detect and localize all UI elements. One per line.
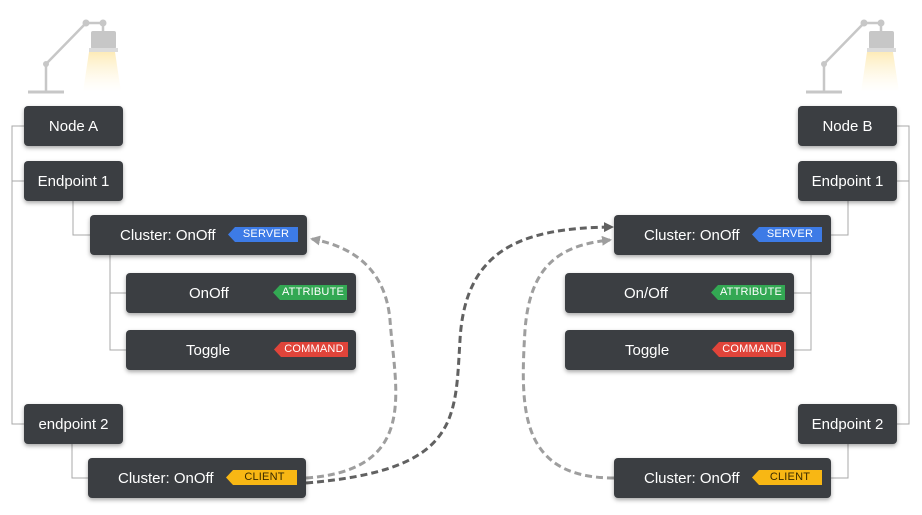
attribute-tag: ATTRIBUTE — [273, 285, 347, 300]
arrow-client-a-to-server-a — [305, 235, 398, 480]
command-label: Toggle — [625, 341, 670, 359]
lamp-icon — [28, 19, 121, 94]
endpoint-label: Endpoint 1 — [811, 172, 884, 190]
node-a-label: Node A — [48, 117, 99, 135]
cluster-label: Cluster: OnOff — [120, 226, 216, 244]
attribute-tag: ATTRIBUTE — [711, 285, 785, 300]
server-tag: SERVER — [228, 227, 298, 242]
client-tag: CLIENT — [226, 470, 297, 485]
command-label: Toggle — [186, 341, 231, 359]
node-b-attribute-onoff[interactable]: On/Off ATTRIBUTE — [565, 273, 794, 313]
node-b-endpoint-1[interactable]: Endpoint 1 — [798, 161, 897, 201]
node-b-endpoint-2[interactable]: Endpoint 2 — [798, 404, 897, 444]
node-a-box[interactable]: Node A — [24, 106, 123, 146]
node-b-label: Node B — [822, 117, 873, 135]
tree-lines-node-a — [11, 125, 126, 479]
node-b-cluster-client[interactable]: Cluster: OnOff CLIENT — [614, 458, 831, 498]
node-b-cluster-server[interactable]: Cluster: OnOff SERVER — [614, 215, 831, 255]
cluster-label: Cluster: OnOff — [118, 469, 214, 487]
tree-lines-node-b — [794, 125, 910, 479]
arrow-client-b-to-server-b — [521, 235, 615, 480]
cluster-label: Cluster: OnOff — [644, 469, 740, 487]
node-a-cluster-server[interactable]: Cluster: OnOff SERVER — [90, 215, 307, 255]
endpoint-label: Endpoint 2 — [811, 415, 884, 433]
node-a-command-toggle[interactable]: Toggle COMMAND — [126, 330, 356, 370]
lamp-icon — [806, 19, 899, 94]
node-b-box[interactable]: Node B — [798, 106, 897, 146]
arrow-client-a-to-server-b — [305, 222, 614, 485]
node-a-attribute-onoff[interactable]: OnOff ATTRIBUTE — [126, 273, 356, 313]
attribute-label: On/Off — [624, 284, 668, 302]
node-a-endpoint-1[interactable]: Endpoint 1 — [24, 161, 123, 201]
node-a-cluster-client[interactable]: Cluster: OnOff CLIENT — [88, 458, 306, 498]
endpoint-label: endpoint 2 — [38, 415, 109, 433]
command-tag: COMMAND — [712, 342, 786, 357]
node-b-command-toggle[interactable]: Toggle COMMAND — [565, 330, 794, 370]
command-tag: COMMAND — [274, 342, 348, 357]
node-a-endpoint-2[interactable]: endpoint 2 — [24, 404, 123, 444]
server-tag: SERVER — [752, 227, 822, 242]
attribute-label: OnOff — [189, 284, 229, 302]
endpoint-label: Endpoint 1 — [37, 172, 110, 190]
cluster-label: Cluster: OnOff — [644, 226, 740, 244]
client-tag: CLIENT — [752, 470, 822, 485]
